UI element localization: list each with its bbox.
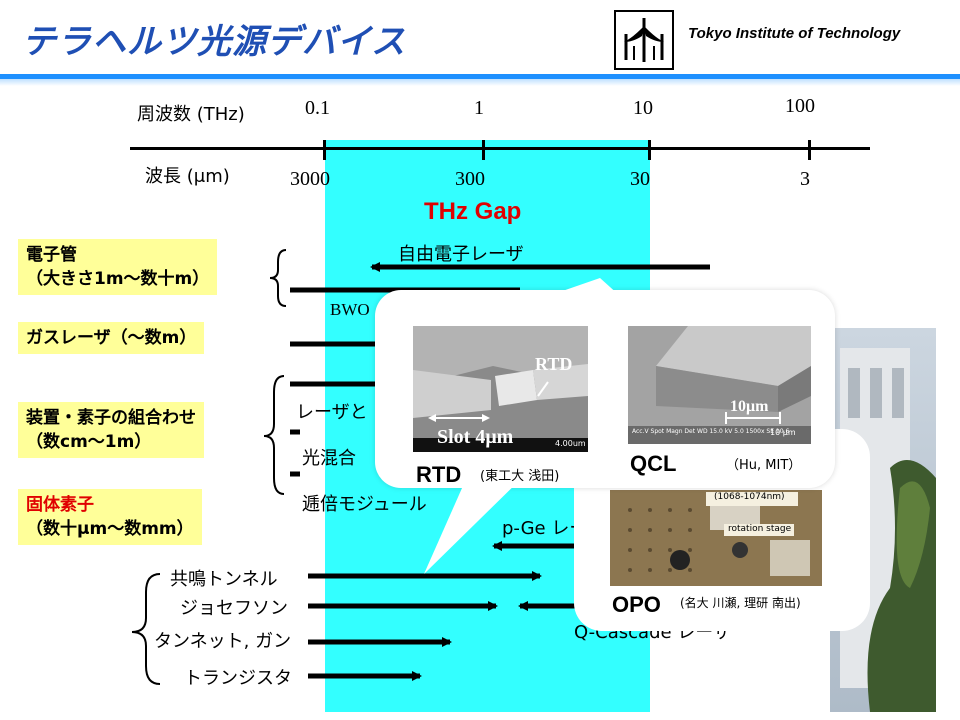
rtd-name: RTD: [416, 462, 462, 487]
freq-tick-label: 100: [785, 95, 815, 117]
opo-credit: (名大 川瀬, 理研 南出): [680, 596, 801, 610]
category-solid-state: 固体素子 （数十μm～数mm）: [18, 489, 202, 545]
qcl-credit: （Hu, MIT）: [726, 458, 802, 473]
thz-gap-label: THz Gap: [424, 198, 522, 225]
axis-tick: [808, 140, 811, 160]
category-name: 固体素子: [26, 495, 94, 515]
qcl-name: QCL: [630, 451, 677, 476]
opo-photo: (1068-1074nm) rotation stage: [610, 490, 822, 586]
axis-tick: [648, 140, 651, 160]
frequency-label: 周波数 (THz): [137, 104, 245, 125]
rtd-slot-label: Slot 4μm: [437, 426, 514, 448]
qcl-scale-label: 10μm: [730, 398, 769, 415]
optical-table-illustration: [610, 490, 822, 586]
category-gas-laser: ガスレーザ（～数m）: [18, 322, 205, 354]
source-multiplier: 逓倍モジュール: [302, 494, 427, 515]
scale-axis: [130, 147, 870, 150]
category-size: （数十μm～数mm）: [26, 519, 194, 539]
wavelength-label: 波長 (μm): [145, 166, 230, 187]
brace-electron-tube: [269, 249, 287, 307]
tokyo-tech-logo: [614, 10, 674, 70]
wave-tick-label: 30: [630, 168, 650, 190]
freq-tick-label: 10: [633, 97, 653, 119]
wave-tick-label: 300: [455, 168, 485, 190]
wave-tick-label: 3000: [290, 168, 330, 190]
brace-combination: [263, 375, 285, 495]
freq-tick-label: 0.1: [305, 97, 330, 119]
category-name: 電子管: [26, 245, 77, 265]
category-electron-tube: 電子管 （大きさ1m～数十m）: [18, 239, 218, 295]
axis-tick: [323, 140, 326, 160]
rtd-arrow-label: RTD: [535, 354, 573, 374]
source-rtd: 共鳴トンネル: [170, 569, 278, 590]
braces: [131, 249, 287, 685]
source-josephson: ジョセフソン: [180, 598, 288, 619]
qcl-ridge-illustration: [628, 326, 811, 444]
source-photomix: 光混合: [302, 448, 356, 469]
brace-solid-state: [131, 573, 161, 685]
category-name: 装置・素子の組合わせ: [26, 408, 196, 428]
category-size: （数cm～1m）: [26, 432, 152, 452]
institution-name: Tokyo Institute of Technology: [688, 25, 901, 42]
freq-tick-label: 1: [474, 97, 484, 119]
qcl-scale-text: 10 μm: [770, 428, 796, 437]
opo-photo-label: rotation stage: [728, 524, 792, 534]
header-divider-shadow: [0, 79, 960, 86]
wave-tick-label: 3: [800, 168, 810, 190]
opo-name: OPO: [612, 592, 661, 617]
swallow-logo-icon: [624, 18, 664, 62]
opo-photo-label: (1068-1074nm): [714, 492, 785, 502]
source-fel: 自由電子レーザ: [398, 244, 524, 265]
slide-title: テラヘルツ光源デバイス: [22, 22, 406, 62]
category-size: （大きさ1m～数十m）: [26, 269, 210, 289]
rtd-scale-text: 4.00um: [555, 439, 586, 448]
category-combination: 装置・素子の組合わせ （数cm～1m）: [18, 402, 204, 458]
source-transistor: トランジスタ: [184, 668, 292, 689]
category-name: ガスレーザ（～数m）: [26, 328, 197, 348]
axis-tick: [482, 140, 485, 160]
source-tunnett: タンネット, ガン: [154, 631, 292, 652]
source-laser-combo: レーザと: [296, 402, 368, 423]
rtd-credit: (東工大 浅田): [480, 469, 560, 484]
qcl-sem-image: 10μm 10 μm Acc.V Spot Magn Det WD 15.0 k…: [628, 326, 811, 444]
header-divider: [0, 74, 960, 79]
qcl-sem-info: Acc.V Spot Magn Det WD 15.0 kV 5.0 1500x…: [632, 428, 790, 435]
source-bwo: BWO: [330, 300, 370, 319]
